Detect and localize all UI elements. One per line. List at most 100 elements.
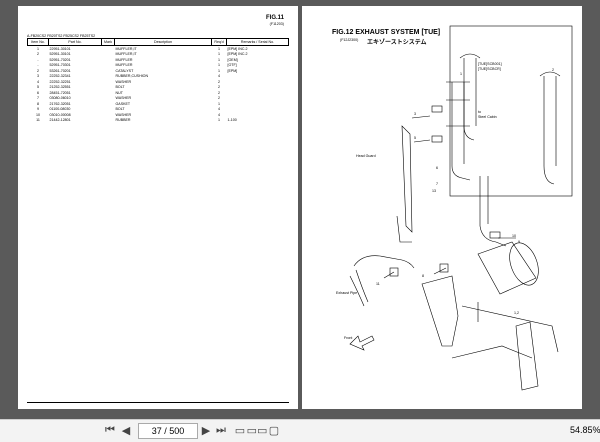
cell-desc: MUFFLER [115, 63, 133, 68]
fig-title: FIG.12 EXHAUST SYSTEM [TUE] [332, 29, 441, 36]
exhaust-diagram [349, 25, 573, 391]
cell-part: 22252-32251 [49, 79, 71, 84]
cell-reqd: 2 [218, 96, 220, 101]
callout-7: 7 [436, 182, 438, 186]
cell-item: 9 [37, 107, 39, 112]
cell-reqd: 1 [218, 68, 220, 73]
page-view-icon[interactable]: ▭ [234, 425, 246, 437]
cell-part: 52951-70201 [49, 57, 71, 62]
cell-reqd: 4 [218, 74, 220, 79]
right-page: FIG.12 EXHAUST SYSTEM [TUE] (F12J2300) エ… [302, 6, 582, 409]
cell-desc: BOLT [115, 107, 125, 112]
col-part: Part No. [48, 38, 102, 46]
col-remarks: Remarks / Serial No. [226, 38, 289, 46]
cell-reqd: 2 [218, 85, 220, 90]
next-page-icon[interactable]: ▶ [201, 425, 211, 437]
inset-muffler-a [459, 53, 481, 141]
cell-reqd: 1 [218, 118, 220, 123]
fig-label: FIG.11 [265, 15, 284, 21]
fig-sub-jp: エキゾーストシステム [367, 40, 427, 46]
frame-right [515, 321, 539, 391]
cell-part: 01100-08030 [49, 107, 71, 112]
cell-part: 52951-30101 [49, 52, 71, 57]
cell-desc: MUFFLER,IT [115, 46, 137, 51]
cell-part: 21442-12801 [49, 118, 71, 123]
prev-page-icon[interactable]: ◀ [121, 425, 131, 437]
pdf-toolbar: ⏮ ◀ 37 / 500 ▶ ⏭ ▭ ▭▭ ▢ 54.85% [0, 419, 600, 442]
inset-muffler-b [539, 71, 561, 185]
cell-desc: WASHER [115, 79, 132, 84]
cell-desc: WASHER [115, 112, 132, 117]
col-mark: Mark [101, 38, 115, 46]
cell-reqd: 1 [218, 101, 220, 106]
models-line: A-FB20CS2 FB20TS2 FB25CS2 FB25TS2 [27, 34, 96, 38]
cell-remarks: 1-100 [227, 118, 237, 123]
cell-reqd: 1 [218, 46, 220, 51]
cell-mark [102, 118, 115, 124]
cell-part: 21762-32051 [49, 101, 71, 106]
head-guard [396, 125, 413, 243]
cell-item: 2 [37, 68, 39, 73]
callout-6: 6 [436, 166, 438, 170]
cell-remarks: [EPM] [227, 68, 238, 73]
cell-remarks: [EPM] INC.2 [227, 52, 248, 57]
callout-11: 11 [376, 282, 380, 286]
cell-desc: BOLT [115, 85, 125, 90]
callout-13: 13 [432, 189, 436, 193]
cell-reqd: 2 [218, 79, 220, 84]
cell-reqd: 1 [218, 63, 220, 68]
callout-1: 1 [460, 72, 462, 76]
cell-item: 4 [37, 79, 39, 84]
cell-reqd: 1 [218, 52, 220, 57]
muffler-main [451, 82, 471, 181]
callout-2: 2 [552, 68, 554, 72]
callout-1-2: 1,2 [514, 311, 519, 315]
table-row: 1 22951-30101 MUFFLER,IT 1 [EPM] INC.2 [28, 46, 289, 52]
label-exhaust-pipe: Exhaust Pipe [336, 291, 358, 295]
cell-part: 28451-72051 [49, 90, 71, 95]
cell-item: 7 [37, 96, 39, 101]
cell-part: 03080-06010 [49, 96, 71, 101]
cell-item: 1 [37, 46, 39, 51]
frame-lower [421, 275, 559, 359]
callout-10: 10 [512, 234, 516, 238]
cell-remarks: [EPM] INC.2 [227, 46, 248, 51]
cell-part: 03010-00008 [49, 112, 71, 117]
first-page-icon[interactable]: ⏮ [105, 424, 115, 436]
cell-desc: RUBBER [115, 118, 131, 123]
zoom-level[interactable]: 54.85% [570, 425, 600, 435]
two-page-view-icon[interactable]: ▭▭ [246, 425, 268, 437]
cell-desc: MUFFLER,IT [115, 52, 137, 57]
page-number-input[interactable]: 37 / 500 [138, 423, 198, 439]
label-head-guard: Head Guard [356, 154, 376, 158]
col-item: Item No. [27, 38, 49, 46]
last-page-icon[interactable]: ⏭ [216, 424, 226, 436]
fit-page-icon[interactable]: ▢ [268, 425, 280, 437]
cell-item: - [37, 57, 39, 62]
col-desc: Description [114, 38, 212, 46]
callout-9: 9 [518, 240, 520, 244]
cell-item: - [37, 63, 39, 68]
exhaust-pipe [349, 255, 415, 307]
callout-3: 3 [414, 112, 416, 116]
cell-desc: NUT [115, 90, 123, 95]
cell-desc: CATALYST [115, 68, 134, 73]
left-page: FIG.11 (F11203) A-FB20CS2 FB20TS2 FB25CS… [18, 6, 298, 409]
muffler-body [477, 241, 537, 295]
cell-item: 6 [37, 90, 39, 95]
cell-item: 5 [37, 85, 39, 90]
label-tue-box: [TUE]SCB001] [TUE]SCBCR] [478, 62, 502, 71]
cell-reqd: 4 [218, 112, 220, 117]
cell-part: 22951-30101 [49, 46, 71, 51]
label-steel-cabin: to Steel Cabin [478, 110, 497, 119]
table-row: 4 22252-32251 WASHER 2 [28, 79, 289, 85]
bottom-rule [27, 402, 289, 403]
